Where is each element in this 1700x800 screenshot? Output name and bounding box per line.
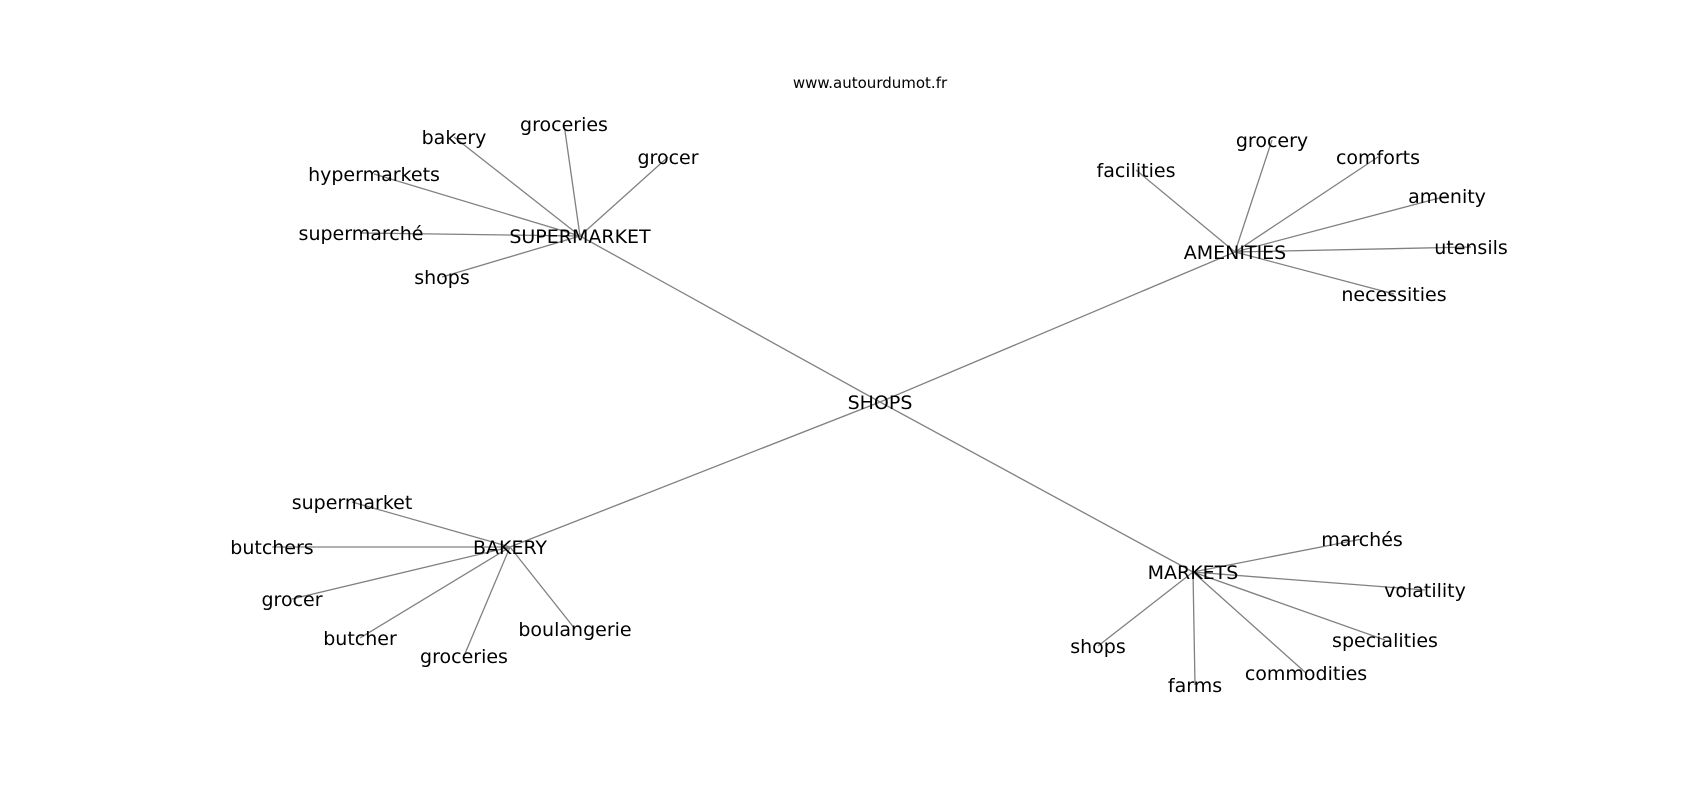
leaf-node-label: butcher <box>323 628 397 650</box>
edge-bakery-leaf <box>359 546 511 639</box>
source-watermark: www.autourdumot.fr <box>793 74 948 92</box>
edge-markets-leaf <box>1097 571 1194 647</box>
leaf-node-label: groceries <box>520 114 608 136</box>
edge-markets-leaf <box>1192 571 1307 674</box>
leaf-node-label: boulangerie <box>518 619 631 641</box>
leaf-node-label: comforts <box>1336 147 1420 169</box>
edge-supermarket-leaf <box>453 136 581 237</box>
edge-center-amenities <box>879 251 1236 403</box>
edge-amenities-leaf <box>1234 139 1273 253</box>
leaf-node-label: supermarket <box>292 492 413 514</box>
edge-center-supermarket <box>579 235 881 403</box>
leaf-node-label: grocer <box>261 589 322 611</box>
cluster-node-label: BAKERY <box>473 537 547 559</box>
edge-bakery-leaf <box>351 501 511 548</box>
edge-amenities-leaf <box>1234 195 1448 253</box>
leaf-node-label: volatility <box>1384 580 1466 602</box>
edge-amenities-leaf <box>1234 251 1395 295</box>
leaf-node-label: utensils <box>1434 237 1508 259</box>
cluster-node-label: SUPERMARKET <box>509 226 651 248</box>
edge-bakery-leaf <box>509 546 576 630</box>
nodes: SHOPS SUPERMARKET bakery groceries grocer hyp… <box>230 114 1508 697</box>
leaf-node-label: specialities <box>1332 630 1438 652</box>
cluster-node-label: MARKETS <box>1148 562 1239 584</box>
leaf-node-label: hypermarkets <box>308 164 440 186</box>
leaf-node-label: bakery <box>422 127 487 149</box>
leaf-node-label: butchers <box>230 537 313 559</box>
leaf-node-label: grocery <box>1236 130 1308 152</box>
edge-markets-leaf <box>1192 571 1386 641</box>
edge-amenities-leaf <box>1234 246 1472 253</box>
leaf-node-label: groceries <box>420 646 508 668</box>
edge-supermarket-leaf <box>441 235 581 278</box>
leaf-node-label: farms <box>1168 675 1222 697</box>
cluster-node-label: AMENITIES <box>1184 242 1287 264</box>
edges <box>272 123 1472 686</box>
leaf-node-label: commodities <box>1245 663 1367 685</box>
leaf-node-label: grocer <box>637 147 698 169</box>
edge-amenities-leaf <box>1234 156 1379 253</box>
edge-supermarket-leaf <box>373 173 581 237</box>
edge-supermarket-leaf <box>579 156 669 237</box>
leaf-node-label: marchés <box>1321 529 1403 551</box>
edge-center-bakery <box>509 401 881 548</box>
leaf-node-label: supermarché <box>299 223 424 245</box>
edge-supermarket-leaf <box>563 123 581 237</box>
leaf-node-label: necessities <box>1341 284 1446 306</box>
edge-markets-leaf <box>1192 538 1363 573</box>
edge-supermarket-leaf <box>360 232 581 237</box>
leaf-node-label: shops <box>414 267 470 289</box>
leaf-node-label: amenity <box>1408 186 1486 208</box>
edge-bakery-leaf <box>291 546 511 600</box>
edge-markets-leaf <box>1192 571 1426 591</box>
edge-center-markets <box>879 401 1194 573</box>
edge-amenities-leaf <box>1135 169 1236 253</box>
edge-bakery-leaf <box>463 546 511 657</box>
edge-markets-leaf <box>1192 571 1196 686</box>
leaf-node-label: facilities <box>1097 160 1176 182</box>
leaf-node-label: shops <box>1070 636 1126 658</box>
center-node-label: SHOPS <box>848 392 913 414</box>
